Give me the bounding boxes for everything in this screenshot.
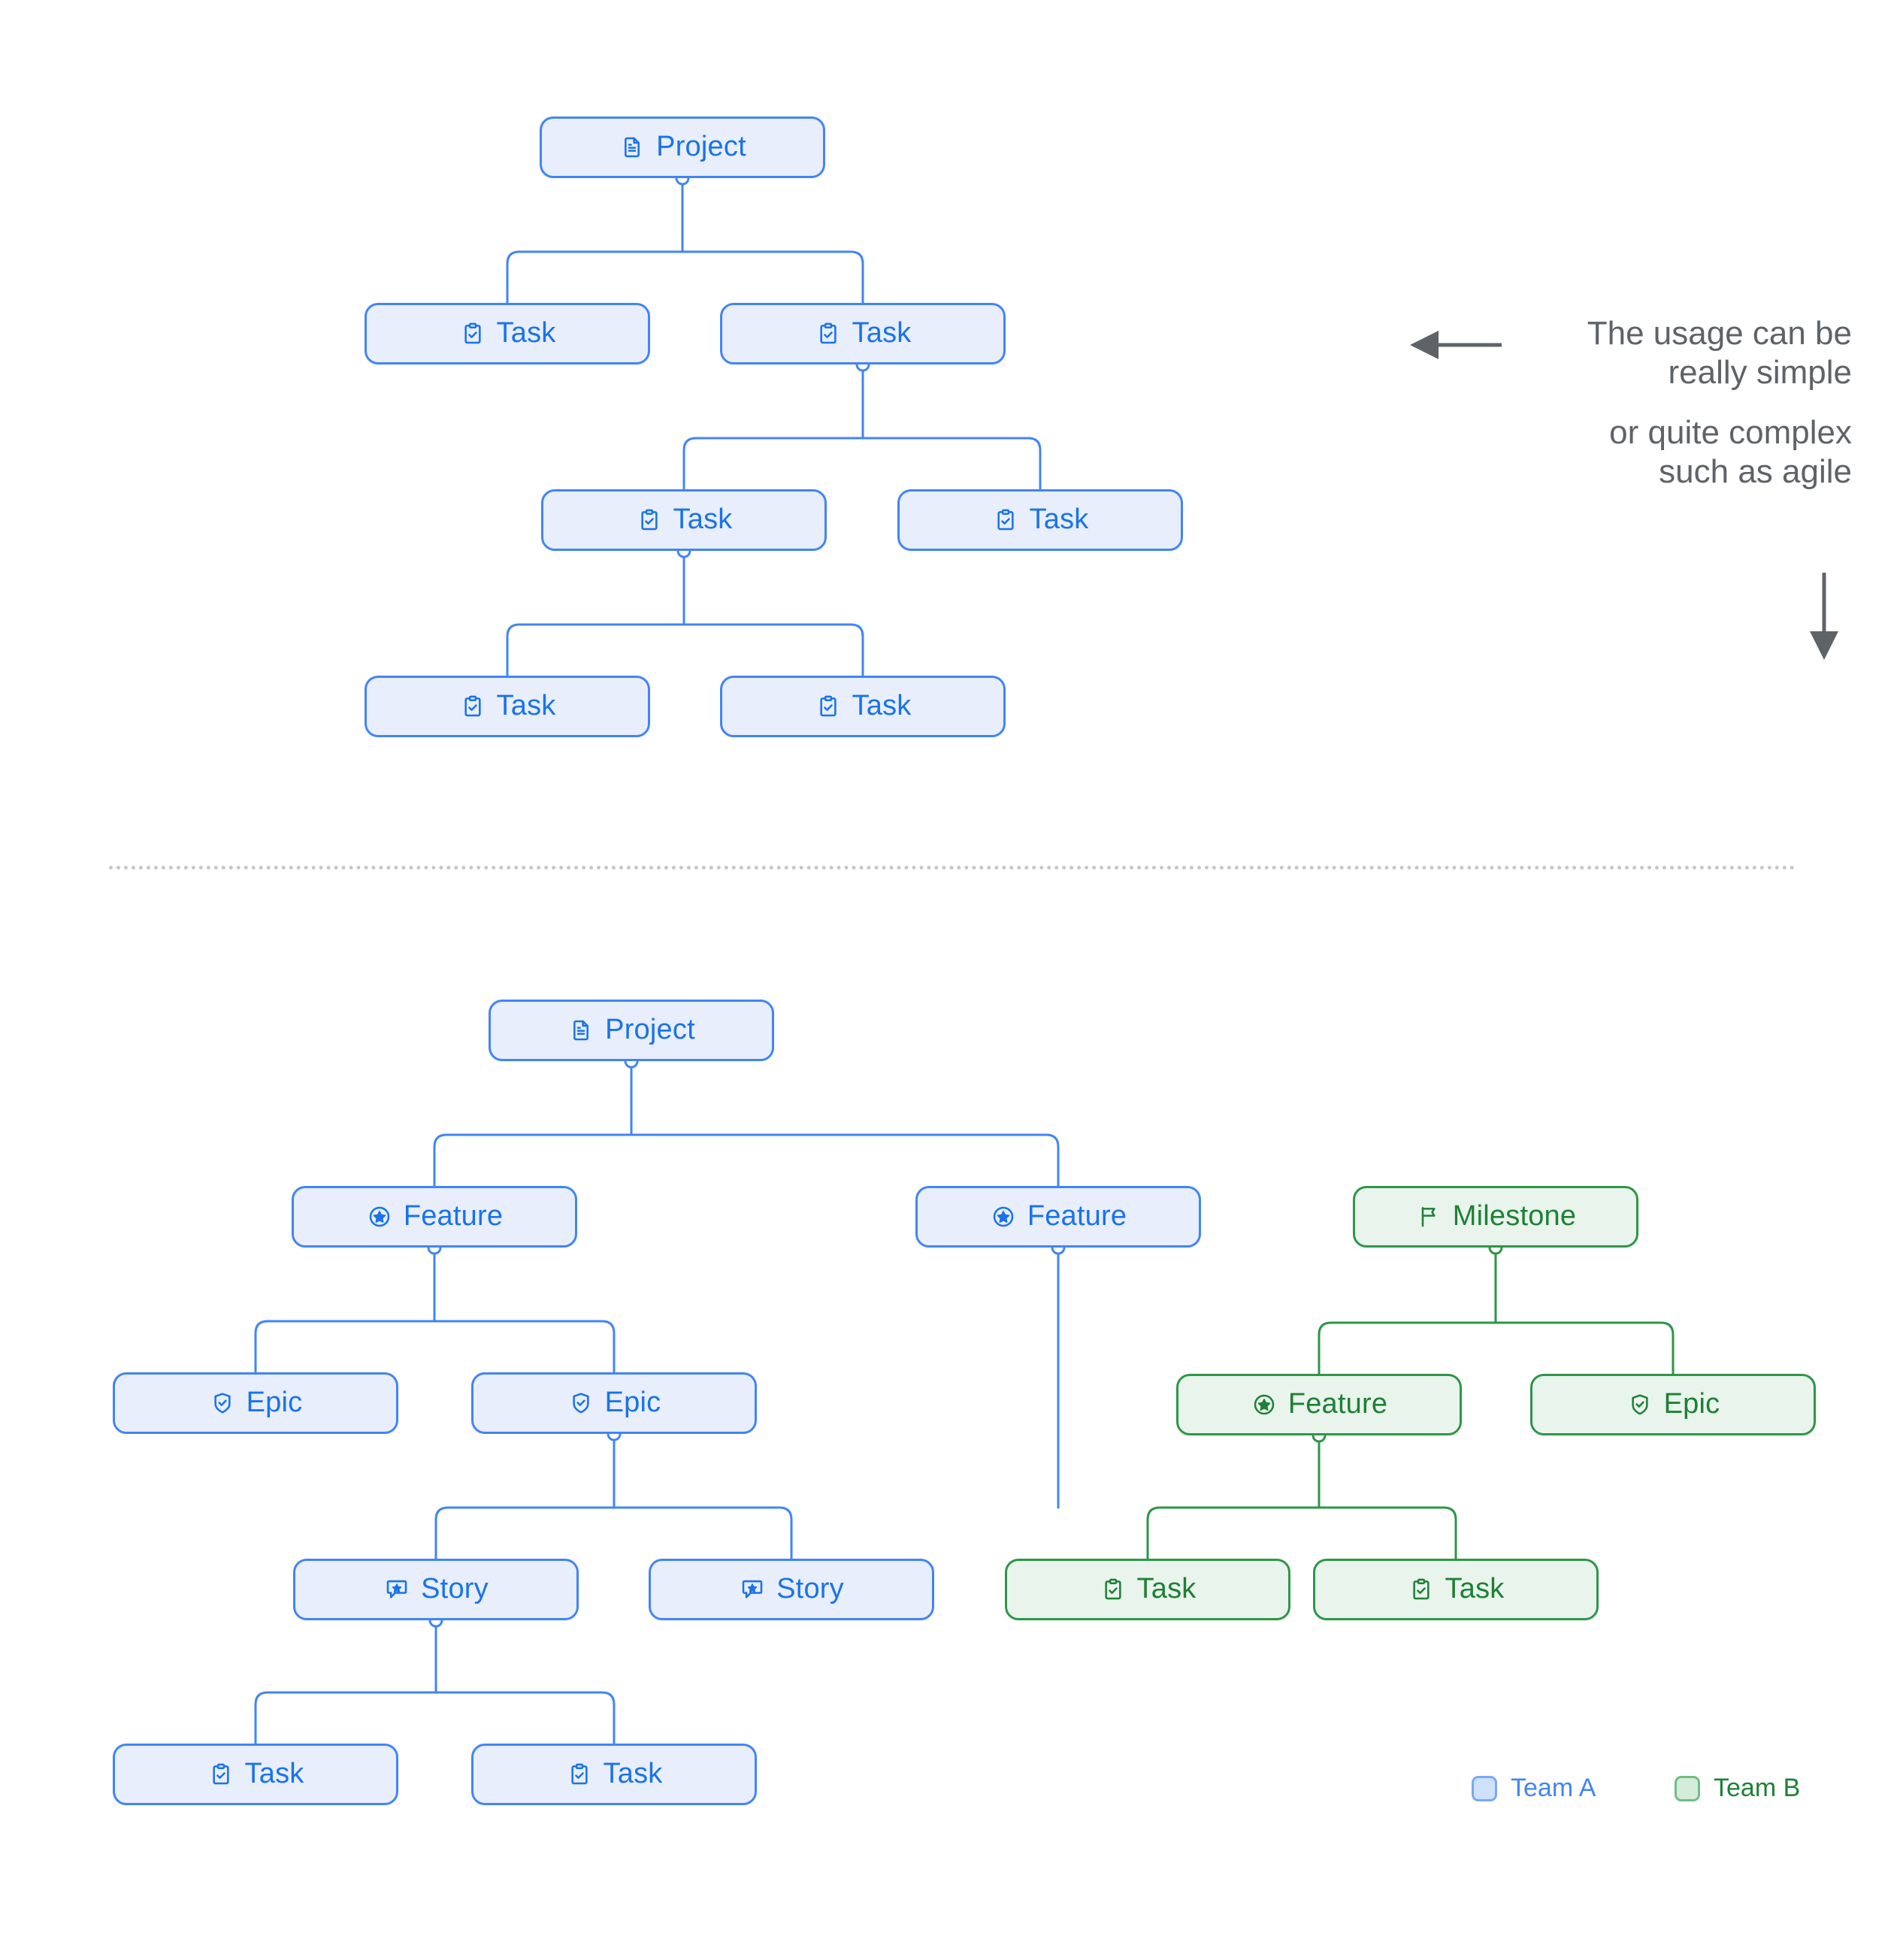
node-task[interactable]: Task [471, 1744, 757, 1805]
node-task[interactable]: Task [113, 1744, 398, 1805]
connector-branch [682, 437, 697, 491]
document-icon [567, 1017, 594, 1044]
connector-branch [1442, 1506, 1457, 1560]
legend-label-team-a: Team A [1511, 1774, 1596, 1802]
node-label: Task [496, 317, 556, 349]
node-task[interactable]: Task [720, 303, 1006, 364]
epic-icon [567, 1390, 594, 1417]
node-feature[interactable]: Feature [915, 1186, 1201, 1248]
connector-branch [506, 623, 521, 677]
node-project[interactable]: Project [540, 116, 825, 178]
arrow-left-icon [1410, 331, 1502, 359]
node-task[interactable]: Task [1313, 1559, 1599, 1620]
connector-branch [1146, 1506, 1161, 1560]
annotation-line: The usage can be [1587, 315, 1852, 352]
connector-branch [254, 1691, 269, 1745]
node-task[interactable]: Task [720, 676, 1006, 737]
node-label: Milestone [1452, 1200, 1577, 1232]
connector-branch [849, 250, 864, 304]
connector-branch [1027, 437, 1042, 491]
node-label: Feature [1287, 1388, 1388, 1420]
epic-icon [209, 1390, 236, 1417]
node-task[interactable]: Task [897, 489, 1183, 551]
feature-icon [1251, 1391, 1278, 1418]
milestone-icon [1415, 1203, 1442, 1230]
task-icon [1408, 1576, 1435, 1603]
connector-branch [601, 1320, 616, 1374]
node-task[interactable]: Task [365, 303, 650, 364]
node-label: Task [1445, 1573, 1505, 1605]
legend-label-team-b: Team B [1714, 1774, 1801, 1802]
node-label: Task [244, 1758, 304, 1789]
node-label: Task [673, 504, 733, 535]
task-icon [207, 1761, 234, 1788]
document-icon [619, 134, 646, 161]
task-icon [636, 507, 663, 534]
node-task[interactable]: Task [541, 489, 827, 551]
node-label: Epic [246, 1387, 303, 1418]
task-icon [1100, 1576, 1127, 1603]
node-story[interactable]: Story [649, 1559, 934, 1620]
connector-branch [1045, 1133, 1060, 1187]
node-label: Feature [403, 1200, 504, 1232]
annotation-line: such as agile [1659, 452, 1852, 490]
node-label: Task [496, 690, 556, 721]
task-icon [815, 320, 842, 347]
node-label: Feature [1027, 1200, 1127, 1232]
section-divider [109, 866, 1796, 870]
arrow-down-icon [1810, 573, 1838, 660]
node-label: Task [603, 1758, 663, 1789]
story-icon [739, 1576, 766, 1603]
feature-icon [990, 1203, 1017, 1230]
node-label: Epic [604, 1387, 661, 1418]
node-epic[interactable]: Epic [471, 1372, 757, 1434]
legend-team-a: Team A [1472, 1774, 1596, 1803]
node-milestone[interactable]: Milestone [1353, 1186, 1638, 1248]
task-icon [992, 507, 1019, 534]
node-label: Task [1029, 504, 1089, 535]
node-feature[interactable]: Feature [1176, 1374, 1462, 1435]
connector-branch [254, 1320, 269, 1374]
node-label: Task [852, 317, 912, 349]
feature-icon [366, 1203, 393, 1230]
node-label: Story [776, 1573, 844, 1605]
node-label: Task [1136, 1573, 1197, 1605]
connector-branch [778, 1506, 793, 1560]
task-icon [815, 693, 842, 720]
annotation-line: really simple [1668, 353, 1852, 391]
node-epic[interactable]: Epic [113, 1372, 398, 1434]
node-feature[interactable]: Feature [292, 1186, 577, 1248]
task-icon [566, 1761, 593, 1788]
node-task[interactable]: Task [1005, 1559, 1290, 1620]
task-icon [459, 320, 486, 347]
connector-branch [849, 623, 864, 677]
node-project[interactable]: Project [489, 1000, 774, 1061]
connector-branch [434, 1506, 449, 1560]
connector-branch [601, 1691, 616, 1745]
task-icon [459, 693, 486, 720]
connector-branch [1659, 1321, 1675, 1375]
legend-team-b: Team B [1675, 1774, 1800, 1803]
node-label: Project [605, 1014, 695, 1045]
connector-branch [506, 250, 521, 304]
connector-branch [433, 1133, 448, 1187]
legend-swatch-team-a [1472, 1775, 1497, 1801]
node-epic[interactable]: Epic [1530, 1374, 1816, 1435]
node-task[interactable]: Task [365, 676, 650, 737]
story-icon [383, 1576, 410, 1603]
annotation-line: or quite complex [1609, 413, 1852, 451]
legend-swatch-team-b [1675, 1775, 1700, 1801]
epic-icon [1626, 1391, 1653, 1418]
node-label: Project [656, 131, 746, 162]
connector-branch [1318, 1321, 1333, 1375]
node-story[interactable]: Story [293, 1559, 579, 1620]
node-label: Story [421, 1573, 489, 1605]
node-label: Task [852, 690, 912, 721]
node-label: Epic [1663, 1388, 1720, 1420]
